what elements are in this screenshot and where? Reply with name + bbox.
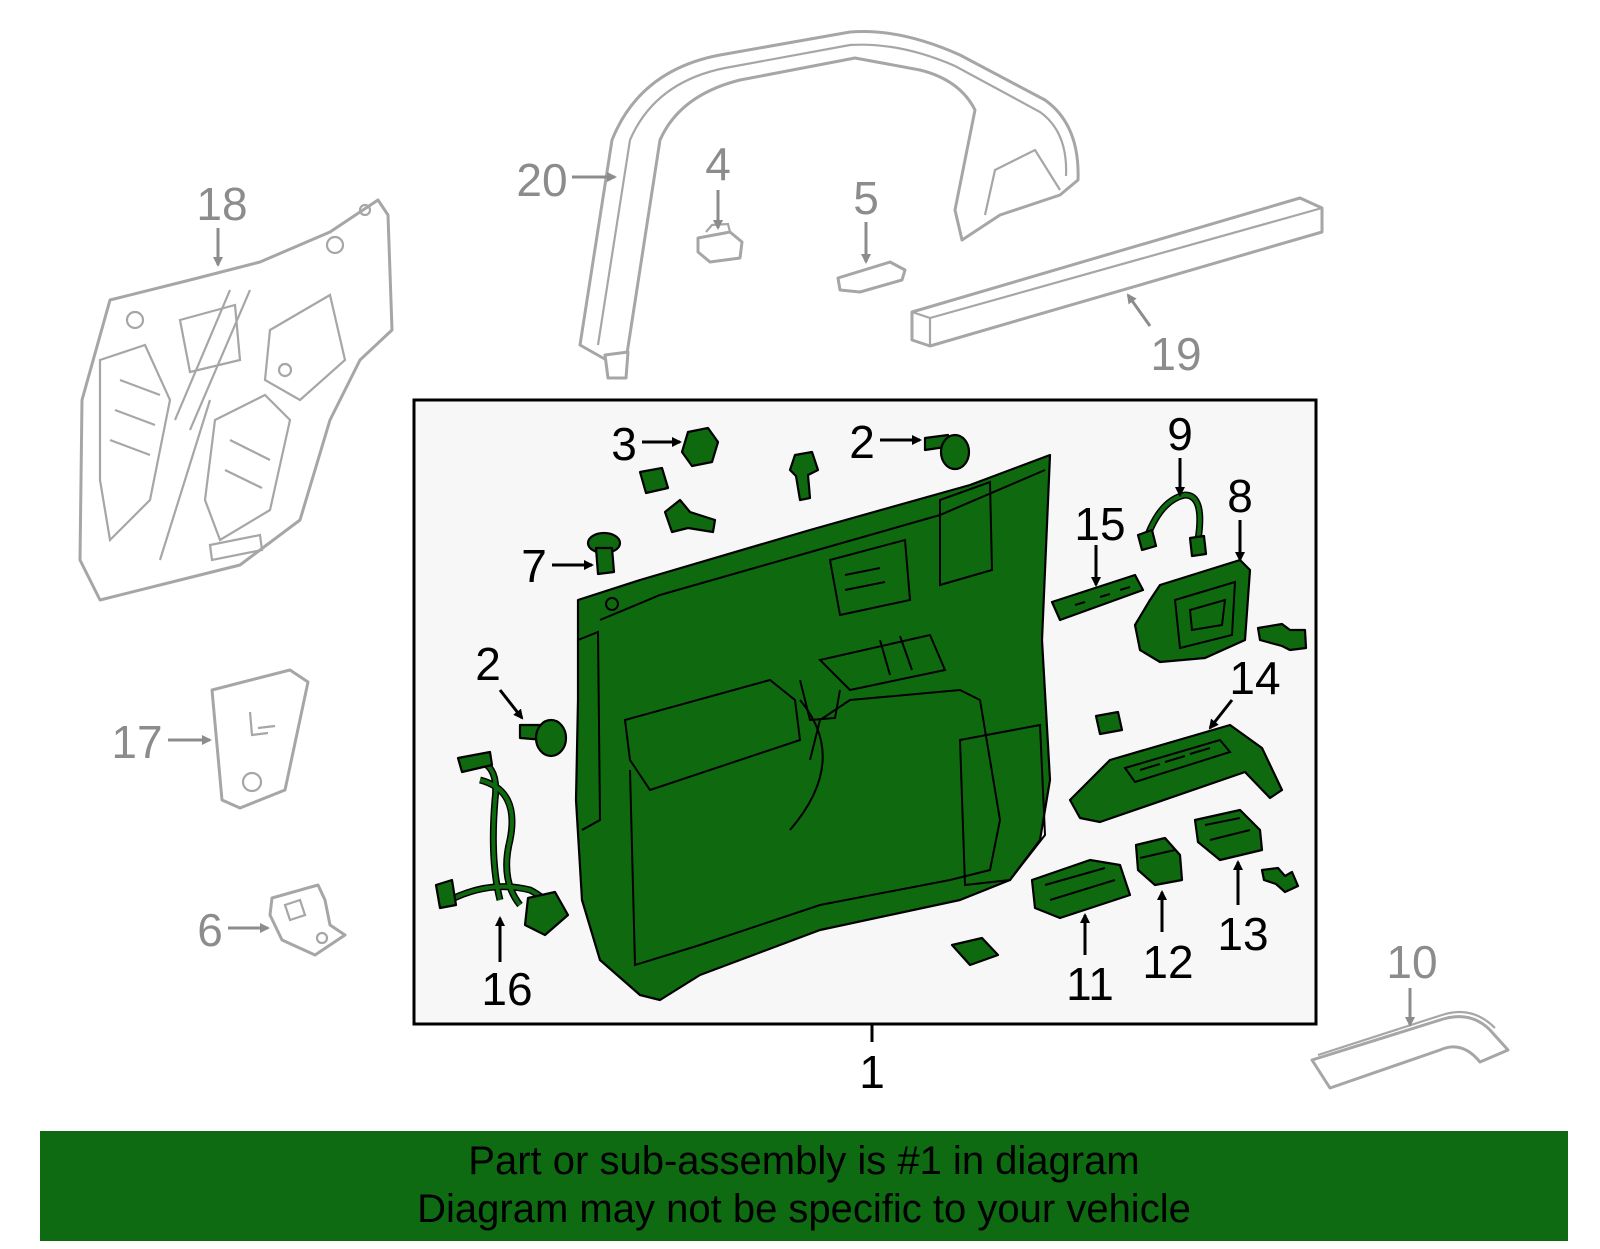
part-19-belt-molding xyxy=(910,196,1324,348)
callout-18: 18 xyxy=(196,178,247,230)
arrow-14 xyxy=(1208,699,1234,730)
callout-16: 16 xyxy=(481,963,532,1015)
screw xyxy=(1260,866,1300,894)
screw xyxy=(663,498,717,534)
banner-line-1: Part or sub-assembly is #1 in diagram xyxy=(468,1139,1140,1183)
part-18-window-regulator xyxy=(78,198,394,602)
callout-2-left: 2 xyxy=(475,638,501,690)
screw xyxy=(788,450,820,502)
part-17-bracket xyxy=(210,668,310,810)
callout-1: 1 xyxy=(859,1046,885,1098)
part-20-window-channel xyxy=(578,30,1080,380)
part-8-door-handle xyxy=(1133,558,1252,664)
part-14-armrest-bezel xyxy=(1068,723,1284,824)
callout-17: 17 xyxy=(111,716,162,768)
callout-7: 7 xyxy=(521,540,547,592)
callout-9: 9 xyxy=(1167,408,1193,460)
part-16-wire-harness xyxy=(434,750,570,937)
part-12-switch xyxy=(1134,836,1184,887)
part-2-push-pin-top xyxy=(923,433,971,471)
callout-13: 13 xyxy=(1217,908,1268,960)
part-5-clip xyxy=(836,260,907,294)
retainer-clip xyxy=(1094,710,1124,736)
callout-5: 5 xyxy=(853,172,879,224)
callout-11: 11 xyxy=(1066,958,1114,1010)
arrow-2-left xyxy=(498,689,524,720)
part-13-switch xyxy=(1193,808,1264,862)
info-banner: Part or sub-assembly is #1 in diagram Di… xyxy=(40,1131,1568,1241)
part-1-door-trim-panel xyxy=(574,453,1052,1002)
callout-12: 12 xyxy=(1142,936,1193,988)
callout-8: 8 xyxy=(1227,470,1253,522)
callout-10: 10 xyxy=(1386,936,1437,988)
arrow-19 xyxy=(1126,293,1152,327)
callout-19: 19 xyxy=(1150,328,1201,380)
part-6-bracket xyxy=(268,883,347,957)
banner-line-2: Diagram may not be specific to your vehi… xyxy=(417,1187,1191,1231)
screw xyxy=(1256,622,1308,652)
part-11-switch xyxy=(1030,858,1132,920)
callout-14: 14 xyxy=(1229,652,1280,704)
part-3-nut xyxy=(680,426,720,468)
part-15-switch-bezel xyxy=(1050,573,1145,622)
callout-3: 3 xyxy=(611,418,637,470)
part-7-grommet xyxy=(586,531,622,576)
callout-20: 20 xyxy=(516,154,567,206)
callout-2-top: 2 xyxy=(849,416,875,468)
callout-4: 4 xyxy=(705,138,731,190)
callout-6: 6 xyxy=(197,904,223,956)
part-2-push-pin-left xyxy=(518,718,568,758)
callout-15: 15 xyxy=(1074,498,1125,550)
part-4-clip xyxy=(696,222,744,264)
part-10-sill-plate xyxy=(1310,1010,1510,1090)
retainer-clip xyxy=(950,936,1000,967)
retainer-clip xyxy=(638,466,670,495)
